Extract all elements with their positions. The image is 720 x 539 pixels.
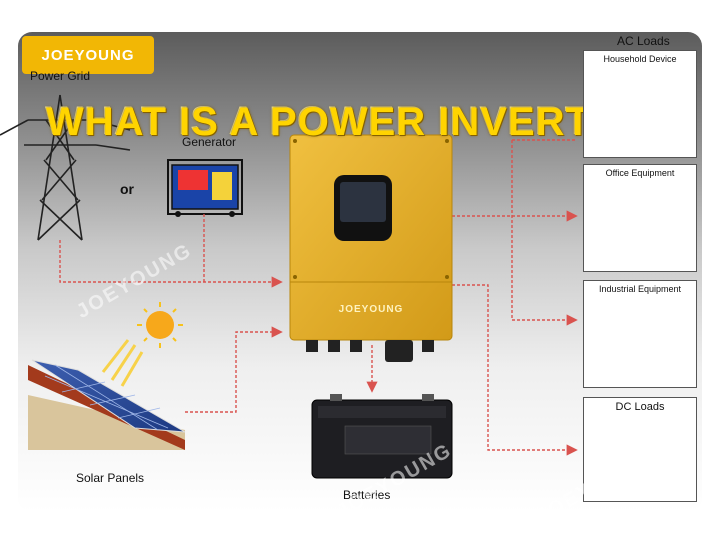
battery-icon (311, 394, 453, 479)
inverter-brand-label: JOEYOUNG (338, 304, 404, 315)
batteries-label: Batteries (343, 488, 391, 502)
or-label: or (120, 181, 134, 197)
dc-loads-box: DC Loads (583, 397, 697, 502)
solar-panels-icon (28, 359, 186, 450)
power-grid-tower-icon (0, 94, 131, 241)
office-equipment-box: Office Equipment (583, 164, 697, 272)
power-grid-label: Power Grid (30, 69, 91, 83)
industrial-equipment-title: Industrial Equipment (598, 284, 682, 294)
sun-icon (101, 302, 183, 387)
solar-panels-label: Solar Panels (76, 471, 145, 485)
household-device-title: Household Device (603, 54, 677, 64)
generator-label: Generator (182, 135, 237, 149)
dc-loads-title: DC Loads (615, 401, 665, 413)
inverter-icon (289, 134, 453, 362)
industrial-equipment-box: Industrial Equipment (583, 280, 697, 388)
brand-logo: JOEYOUNG (22, 36, 154, 74)
energy-flow-lines (59, 139, 578, 456)
generator-icon (167, 159, 243, 217)
office-equipment-title: Office Equipment (605, 168, 675, 178)
headline: WHAT IS A POWER INVERTER? (46, 100, 674, 144)
household-device-box: Household Device (583, 50, 697, 158)
brand-logo-text: JOEYOUNG (41, 46, 135, 64)
ac-loads-label: AC Loads (617, 34, 670, 48)
